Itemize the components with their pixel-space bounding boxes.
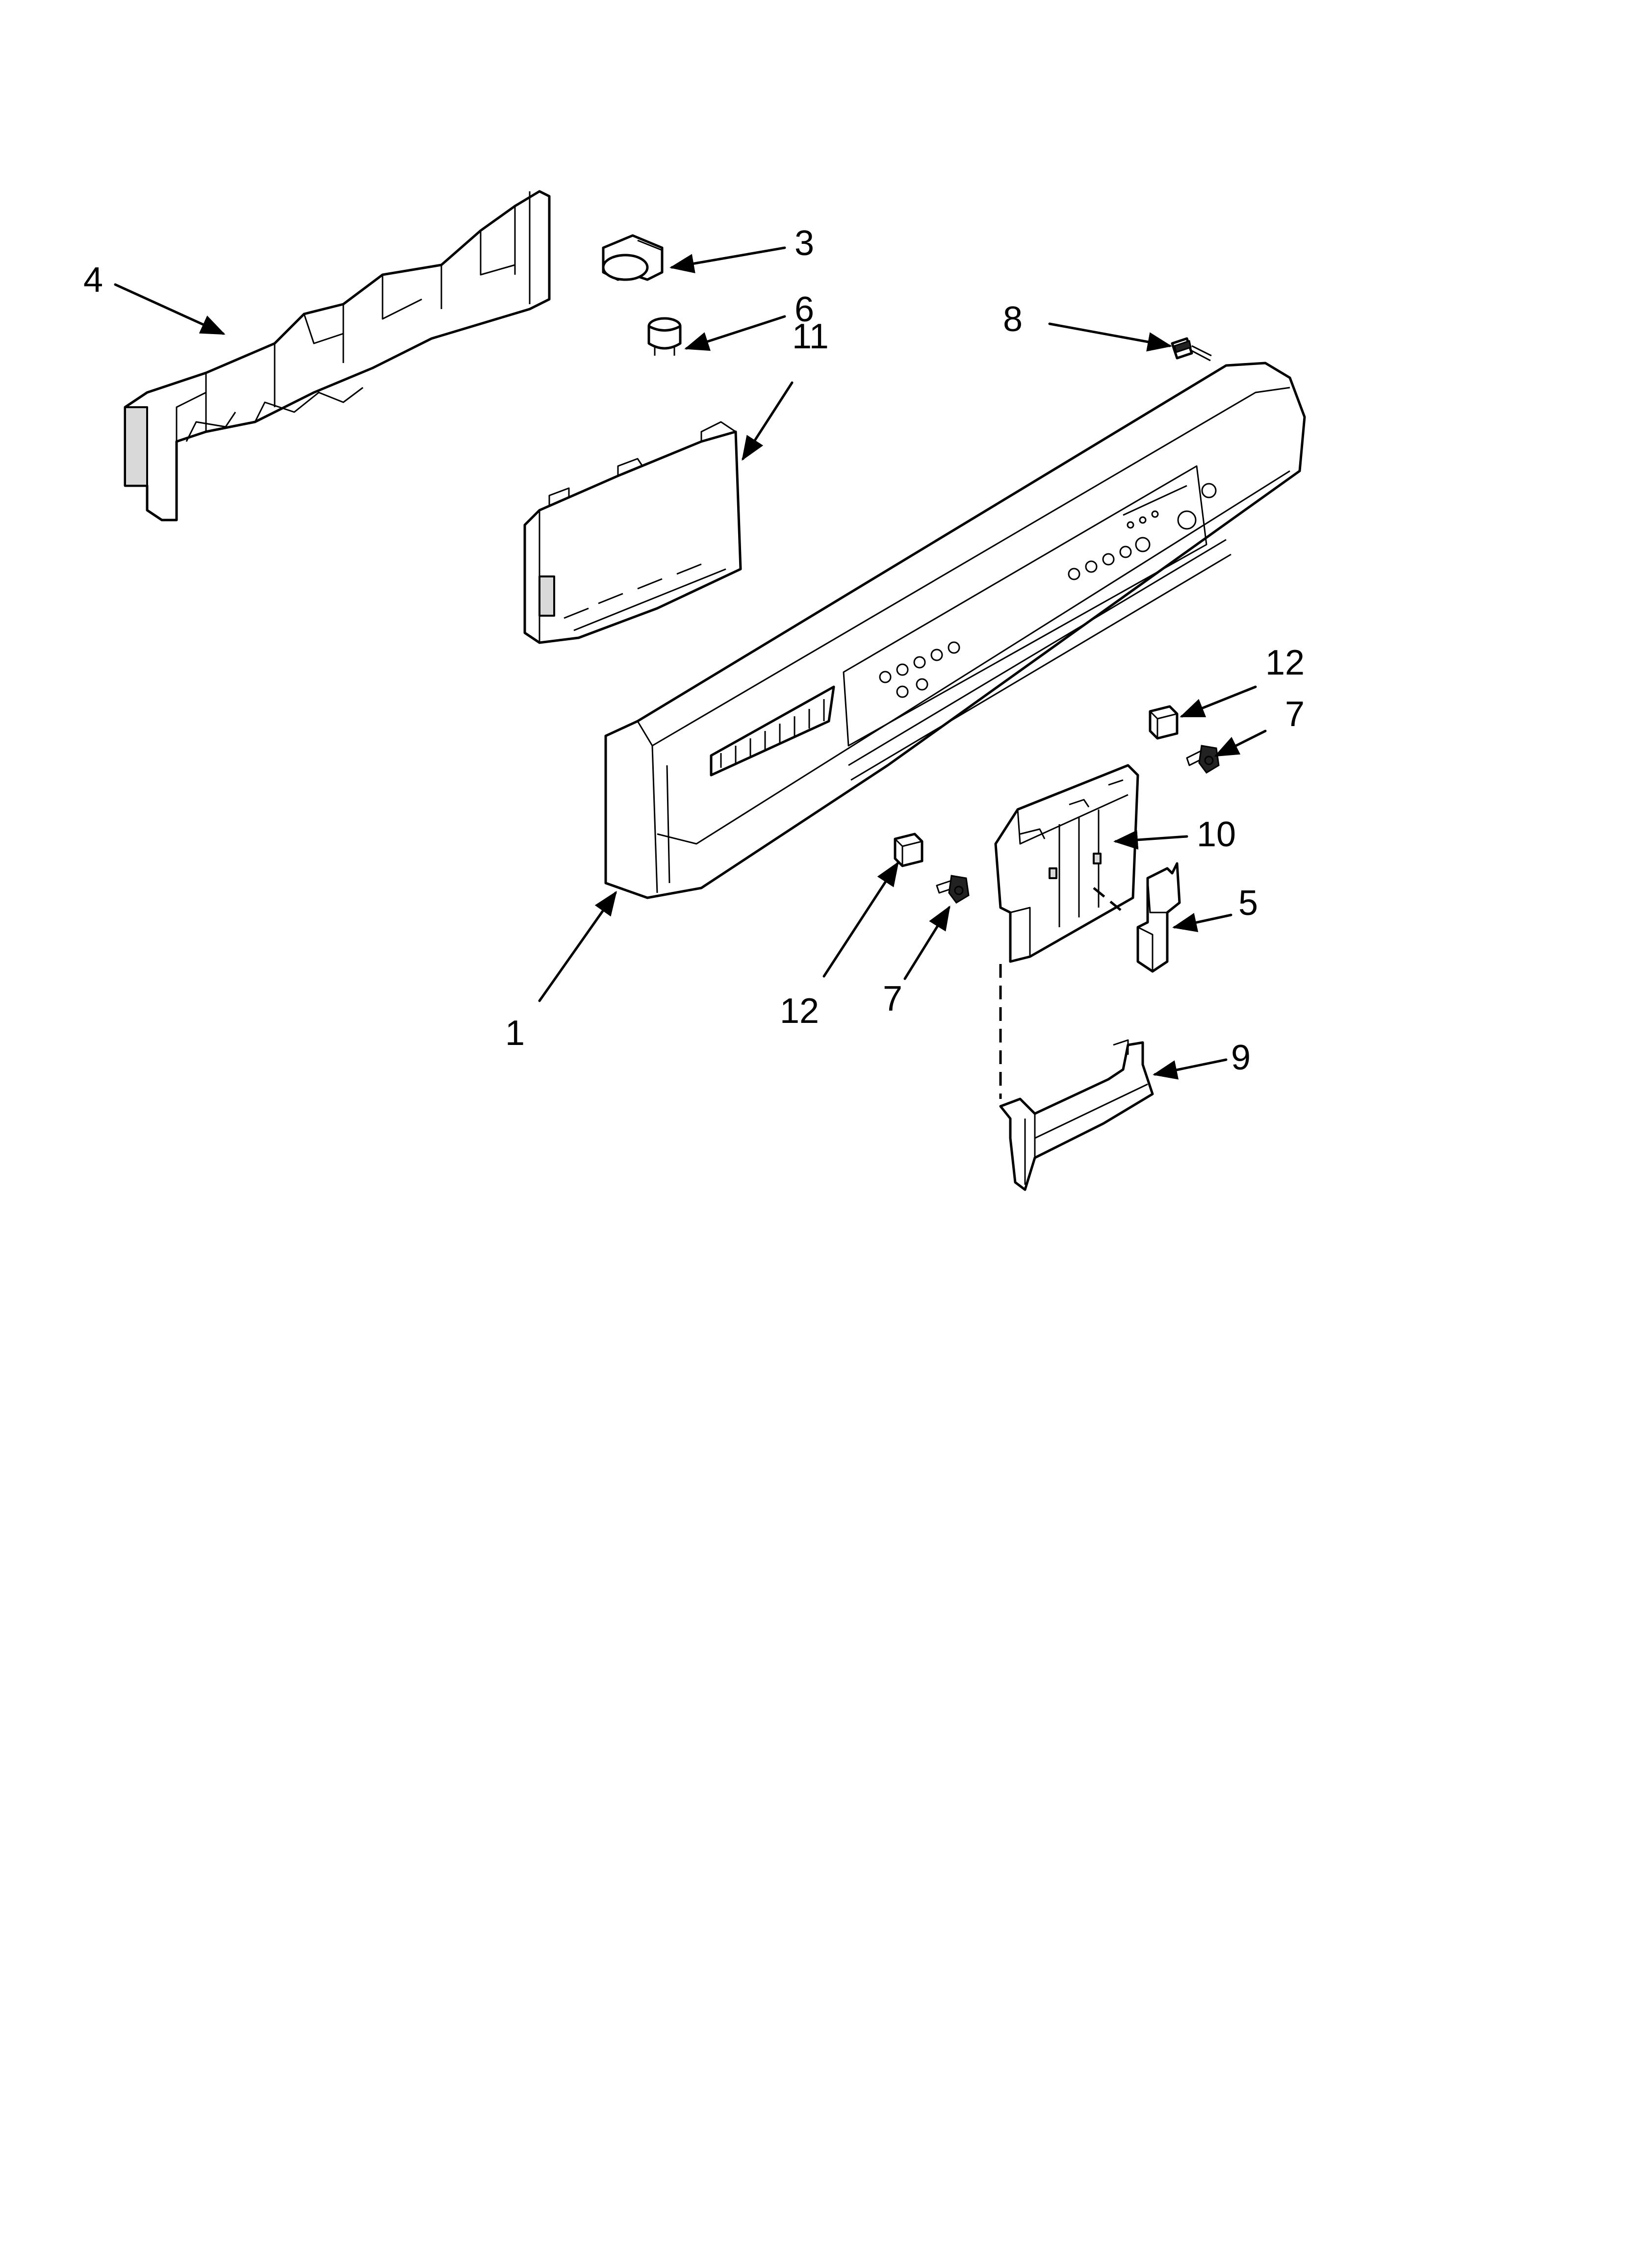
- part-3-clip[interactable]: [602, 234, 664, 281]
- callout-11: 11: [792, 317, 829, 356]
- leader-lines: [114, 246, 1267, 1080]
- callout-1: 1: [505, 1014, 525, 1053]
- callout-4: 4: [83, 261, 103, 300]
- callout-8: 8: [1003, 300, 1023, 339]
- part-7-screw-right[interactable]: [1186, 745, 1220, 774]
- callout-labels: 4 3 6 11 8 12 7 10 5 9 1 12 7: [83, 224, 1305, 1077]
- callout-10: 10: [1197, 815, 1236, 854]
- callout-6: 6: [795, 290, 814, 329]
- assembly-line-diagonal: [1093, 887, 1122, 911]
- part-1-console[interactable]: [604, 362, 1306, 899]
- part-9-lower-bracket[interactable]: [999, 1039, 1154, 1191]
- part-6-knob[interactable]: [647, 317, 682, 356]
- button-row-right: [1068, 483, 1217, 580]
- part-12-clip-left[interactable]: [894, 833, 924, 867]
- callout-9: 9: [1231, 1038, 1251, 1077]
- part-4-bracket[interactable]: [124, 190, 551, 521]
- part-11-control-board[interactable]: [523, 421, 742, 644]
- part-7-screw-left[interactable]: [936, 875, 970, 904]
- callout-7-right: 7: [1285, 695, 1305, 734]
- part-8-screw[interactable]: [1171, 337, 1212, 362]
- part-10-bracket[interactable]: [994, 764, 1139, 963]
- display-vents: [720, 699, 825, 768]
- callout-12-right: 12: [1265, 643, 1305, 682]
- part-12-clip-right[interactable]: [1149, 705, 1179, 740]
- callout-12-left: 12: [780, 991, 819, 1031]
- part-5-hook-bracket[interactable]: [1136, 862, 1181, 973]
- callout-7-left: 7: [883, 979, 902, 1018]
- callout-3: 3: [795, 224, 814, 263]
- callout-5: 5: [1238, 884, 1258, 923]
- button-row-left: [879, 641, 960, 698]
